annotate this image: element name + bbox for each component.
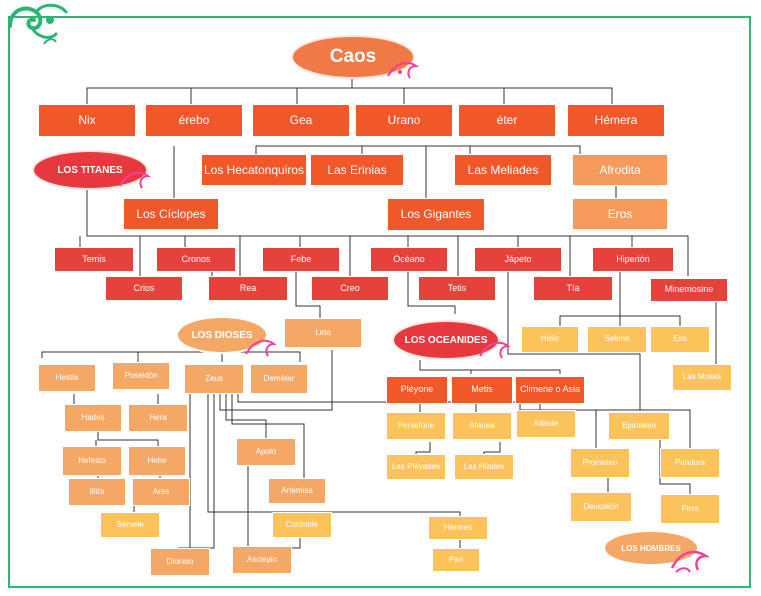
gigantes-node: Los Gigantes xyxy=(387,198,485,231)
deucalion-node: Deucalión xyxy=(570,492,632,522)
prometeo-node: Prometeo xyxy=(570,448,630,478)
crios-node: Crios xyxy=(105,276,183,301)
hemera-node: Hémera xyxy=(567,104,665,137)
atenea-node: Atenea xyxy=(452,412,512,440)
pirra-node: Pirra xyxy=(660,494,720,524)
hera-node: Hera xyxy=(128,404,188,432)
gea-node: Gea xyxy=(252,104,350,137)
caos-flourish-icon xyxy=(387,61,420,79)
meliades-node: Las Meliades xyxy=(454,154,552,186)
caos-node: Caos xyxy=(291,35,415,79)
titanes-flourish-icon xyxy=(119,171,152,189)
hefesto-node: Hefesto xyxy=(62,446,122,476)
minemosine-node: Minemosine xyxy=(650,278,728,302)
titanes-label: LOS TITANES xyxy=(32,150,148,190)
helio-node: Helio xyxy=(521,326,579,353)
japeto-node: Jápeto xyxy=(474,247,562,272)
poseidon-node: Poseidón xyxy=(112,362,170,390)
pandora-node: Pandora xyxy=(660,448,720,478)
hombres-flourish-icon xyxy=(670,550,710,573)
musas-node: Las Musas xyxy=(672,364,732,391)
erebo-node: érebo xyxy=(145,104,243,137)
dioses-label: LOS DIOSES xyxy=(176,316,268,354)
creo-node: Creo xyxy=(311,276,389,301)
rea-node: Rea xyxy=(208,276,288,301)
atlante-node: Atlante xyxy=(516,410,576,438)
cronos-node: Cronos xyxy=(156,247,236,272)
pleyone-node: Pléyone xyxy=(386,376,448,404)
demeter-node: Deméter xyxy=(250,364,308,394)
oceano-node: Océano xyxy=(370,247,448,272)
ilitia-node: Ilitía xyxy=(68,478,126,506)
eos-node: Eos xyxy=(650,326,710,353)
hebe-node: Hebe xyxy=(128,446,186,476)
eter-node: éter xyxy=(458,104,556,137)
eros-node: Eros xyxy=(572,198,668,230)
ciclopes-node: Los Cíclopes xyxy=(123,198,219,230)
hiperion-node: Hiperión xyxy=(592,247,674,272)
corner-flourish-icon xyxy=(8,3,68,45)
erinias-node: Las Erinias xyxy=(310,154,404,186)
climene-node: Climene o Asia xyxy=(515,376,585,404)
coronide-node: Corónide xyxy=(272,512,332,538)
asclepio-node: Asclepio xyxy=(232,546,292,574)
apolo-node: Apolo xyxy=(236,438,296,466)
selene-node: Selene xyxy=(587,326,647,353)
pan-node: Pan xyxy=(432,548,480,572)
hiades-node: Las Híades xyxy=(454,454,514,480)
semele-node: Semele xyxy=(100,512,160,538)
dioses-flourish-icon xyxy=(245,339,276,357)
page-frame xyxy=(8,16,751,588)
hecatonquiros-node: Los Hecatonquiros xyxy=(201,154,307,186)
hombres-label: LOS HOMBRES xyxy=(603,530,699,566)
pleyades-node: Las Pléyades xyxy=(386,454,446,480)
metis-node: Metis xyxy=(451,376,513,404)
febe-node: Febe xyxy=(262,247,340,272)
tetis-node: Tetis xyxy=(418,276,496,301)
persefone-node: Persefone xyxy=(386,412,446,440)
hermes-node: Hermes xyxy=(428,516,488,540)
ares-node: Ares xyxy=(132,478,190,506)
oceanides-flourish-icon xyxy=(479,341,510,359)
hestia-node: Hestia xyxy=(38,364,96,392)
dioniso-node: Dioniso xyxy=(150,548,210,576)
tia-node: Tía xyxy=(533,276,613,301)
urano-node: Urano xyxy=(355,104,453,137)
leto-node: Leto xyxy=(284,318,362,348)
artemisa-node: Artemisa xyxy=(268,478,326,504)
afrodita-node: Afrodita xyxy=(572,154,668,186)
hades-node: Hades xyxy=(64,404,122,432)
zeus-node: Zeus xyxy=(184,364,244,394)
nix-node: Nix xyxy=(38,104,136,137)
epimeteo-node: Epimeteo xyxy=(608,412,670,440)
temis-node: Temis xyxy=(54,247,134,272)
